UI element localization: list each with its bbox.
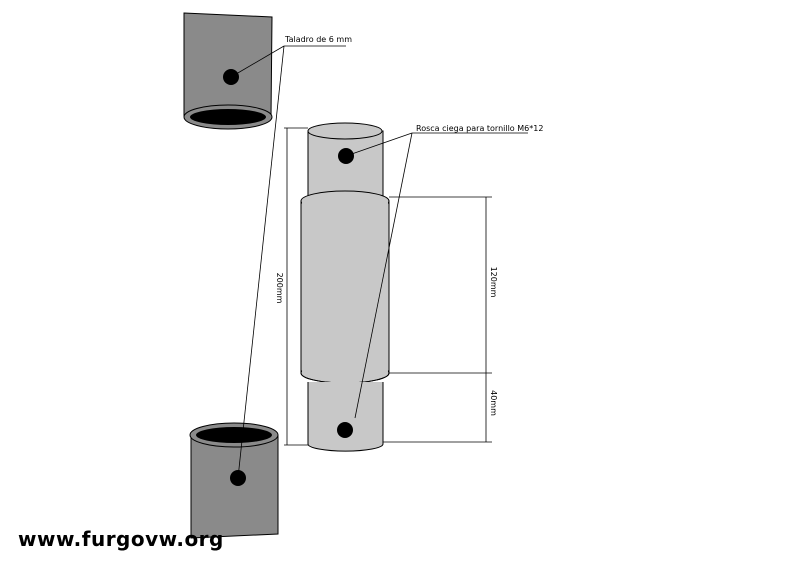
inner-connector <box>300 122 390 452</box>
dimension-lines <box>284 127 492 446</box>
middle-length-label: 120mm <box>489 267 498 298</box>
leader-lines <box>230 45 528 479</box>
end-length-label: 40mm <box>489 390 498 416</box>
bottom-stub-hole <box>337 422 353 438</box>
top-outer-tube <box>183 12 273 130</box>
drill-hole-label: Taladro de 6 mm <box>284 35 352 44</box>
watermark: www.furgovw.org <box>18 527 224 551</box>
bottom-outer-tube <box>189 422 279 539</box>
total-length-label: 200mm <box>275 273 284 304</box>
blind-thread-label: Rosca ciega para tornillo M6*12 <box>416 124 543 133</box>
